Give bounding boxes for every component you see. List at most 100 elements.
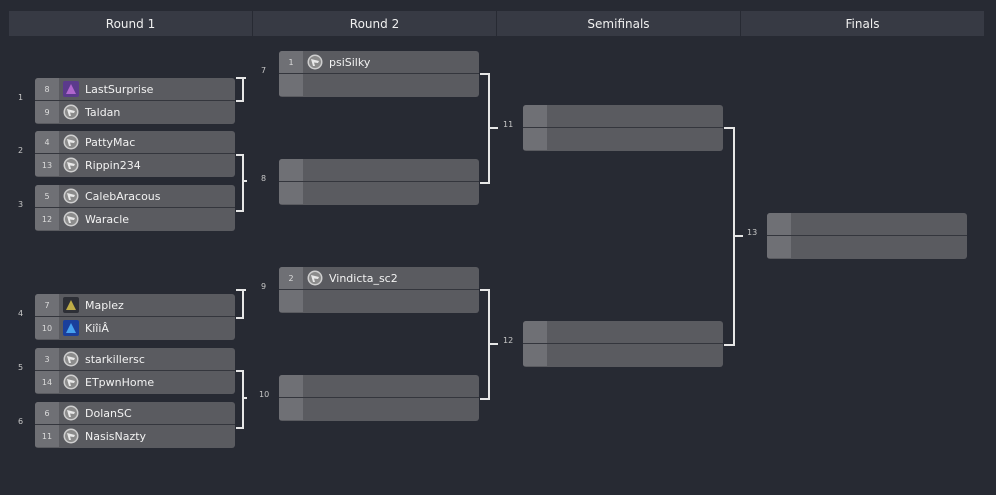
match-number: 2 [18,146,24,155]
seed-number [523,128,547,150]
player-slot[interactable] [279,375,479,397]
player-slot[interactable]: 5 CalebAracous [35,185,235,207]
player-slot[interactable] [279,159,479,181]
round-1-header: Round 1 [9,11,252,36]
player-name[interactable]: psiSilky [329,55,371,69]
bracket-line [236,289,244,319]
match-number: 9 [261,282,267,291]
player-slot[interactable]: 12 Waracle [35,208,235,230]
seed-number: 2 [279,267,303,289]
match-12[interactable] [523,321,723,367]
default-avatar-icon [63,374,79,390]
bracket-line [236,77,244,102]
player-slot[interactable] [523,321,723,343]
seed-number [523,344,547,366]
match-divider [35,207,235,208]
default-avatar-icon [307,54,323,70]
match-divider [523,127,723,128]
seed-number: 4 [35,131,59,153]
player-name[interactable]: Rippin234 [85,158,141,172]
match-13[interactable] [767,213,967,259]
player-slot[interactable]: 3 starkillersc [35,348,235,370]
match-11[interactable] [523,105,723,151]
player-slot[interactable]: 8 LastSurprise [35,78,235,100]
match-9[interactable]: 2 Vindicta_sc2 [279,267,479,313]
bracket-line [242,77,246,79]
player-slot[interactable] [279,74,479,96]
player-slot[interactable] [279,290,479,312]
player-name[interactable]: starkillersc [85,352,145,366]
player-name[interactable]: Vindicta_sc2 [329,271,398,285]
bracket-line [236,370,244,429]
custom-avatar-icon [63,297,79,313]
match-divider [767,235,967,236]
bracket-line [490,127,498,129]
player-slot[interactable] [767,236,967,258]
match-3[interactable]: 5 CalebAracous 12 Waracle [35,185,235,231]
match-number: 6 [18,417,24,426]
match-number: 10 [259,390,270,399]
player-slot[interactable] [523,344,723,366]
player-slot[interactable]: 4 PattyMac [35,131,235,153]
seed-number: 9 [35,101,59,123]
match-2[interactable]: 4 PattyMac 13 Rippin234 [35,131,235,177]
seed-number [523,105,547,127]
default-avatar-icon [63,351,79,367]
seed-number: 12 [35,208,59,230]
bracket-line [735,235,743,237]
player-slot[interactable]: 13 Rippin234 [35,154,235,176]
match-number: 4 [18,309,24,318]
bracket-line [244,180,247,182]
seed-number [279,159,303,181]
player-slot[interactable] [523,128,723,150]
player-slot[interactable] [523,105,723,127]
player-name[interactable]: KiîiÂ [85,321,109,335]
player-slot[interactable]: 11 NasisNazty [35,425,235,447]
match-divider [279,181,479,182]
match-number: 1 [18,93,24,102]
seed-number: 8 [35,78,59,100]
player-name[interactable]: NasisNazty [85,429,147,443]
match-divider [35,424,235,425]
player-name[interactable]: Taldan [85,105,121,119]
match-8[interactable] [279,159,479,205]
seed-number: 3 [35,348,59,370]
seed-number: 5 [35,185,59,207]
default-avatar-icon [63,134,79,150]
player-name[interactable]: ETpwnHome [85,375,155,389]
player-slot[interactable] [767,213,967,235]
player-slot[interactable]: 9 Taldan [35,101,235,123]
seed-number: 11 [35,425,59,447]
player-name[interactable]: DolanSC [85,406,132,420]
player-name[interactable]: LastSurprise [85,82,154,96]
match-divider [279,397,479,398]
match-1[interactable]: 8 LastSurprise 9 Taldan [35,78,235,124]
player-name[interactable]: Maplez [85,298,124,312]
match-number: 5 [18,363,24,372]
player-name[interactable]: PattyMac [85,135,136,149]
seed-number: 13 [35,154,59,176]
player-name[interactable]: CalebAracous [85,189,161,203]
player-slot[interactable] [279,398,479,420]
bracket-line [236,154,244,212]
player-slot[interactable] [279,182,479,204]
match-divider [523,343,723,344]
seed-number [279,398,303,420]
finals-header: Finals [741,11,984,36]
match-divider [279,73,479,74]
player-slot[interactable]: 2 Vindicta_sc2 [279,267,479,289]
match-10[interactable] [279,375,479,421]
match-number: 11 [503,120,514,129]
custom-avatar-icon [63,81,79,97]
bracket-line [480,289,490,400]
player-name[interactable]: Waracle [85,212,130,226]
